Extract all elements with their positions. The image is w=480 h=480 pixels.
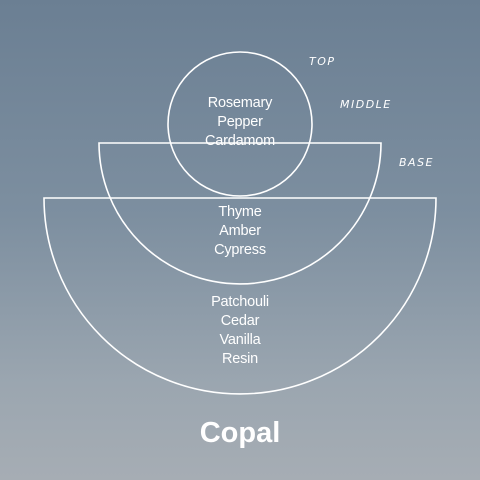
base-note: Vanilla <box>219 332 261 348</box>
middle-notes-list: Thyme Amber Cypress <box>140 203 340 260</box>
base-notes-list: Patchouli Cedar Vanilla Resin <box>140 293 340 369</box>
top-note: Pepper <box>217 114 263 130</box>
middle-note: Amber <box>219 223 261 239</box>
product-name: Copal <box>199 417 281 449</box>
top-tier-label: TOP <box>309 55 336 68</box>
middle-note: Cypress <box>214 242 266 258</box>
middle-tier-label: MIDDLE <box>340 98 392 111</box>
top-note: Rosemary <box>207 95 273 111</box>
middle-note: Thyme <box>218 204 262 220</box>
base-tier-label: BASE <box>399 156 435 169</box>
base-note: Cedar <box>220 313 260 329</box>
middle-tier-shape <box>98 142 382 285</box>
top-notes-list: Rosemary Pepper Cardamom <box>140 94 340 151</box>
base-note: Patchouli <box>211 294 269 310</box>
top-note: Cardamom <box>204 133 276 149</box>
top-tier-shape <box>167 51 313 197</box>
base-tier-shape <box>43 197 437 395</box>
base-note: Resin <box>221 351 259 367</box>
